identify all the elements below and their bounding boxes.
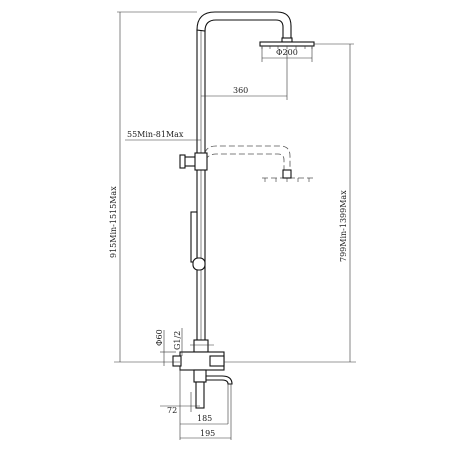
lever-handle (195, 381, 205, 409)
total-height-label: 915Min-1515Max (109, 186, 118, 258)
head-neck (281, 37, 293, 43)
total-height-dimension: 915Min-1515Max (109, 11, 197, 363)
slide-range-dimension: 55Min-81Max (125, 130, 201, 141)
top-arm (196, 11, 292, 41)
hand-shower (190, 211, 206, 271)
bath-spout (205, 375, 233, 385)
width-inner-label: 185 (197, 414, 212, 423)
mount-height-label: 799Min-1399Max (339, 190, 348, 262)
hand-shower-holder (192, 257, 206, 271)
width-outer-label: 195 (200, 429, 215, 438)
riser-pipe (196, 29, 206, 346)
connection-dimensions: Φ60 G1/2 (155, 328, 183, 366)
slide-range-label: 55Min-81Max (127, 130, 184, 139)
thread-label: G1/2 (173, 331, 182, 350)
arm-reach-dimension: 360 (201, 50, 288, 100)
arm-outline (196, 11, 292, 41)
lowered-arm-ghost (204, 145, 314, 182)
slider-clamp (179, 152, 208, 171)
head-plate (259, 41, 315, 47)
spout-drop-label: 72 (167, 406, 177, 415)
mixer-valve (172, 339, 233, 409)
mount-height-dimension: 799Min-1399Max (224, 43, 356, 363)
hand-shower-handle (190, 211, 198, 263)
diverter (193, 369, 207, 383)
bottom-width-dimensions: 185 195 (179, 366, 232, 440)
arm-reach-label: 360 (233, 86, 248, 95)
pipe-diameter-label: Φ60 (155, 329, 164, 346)
